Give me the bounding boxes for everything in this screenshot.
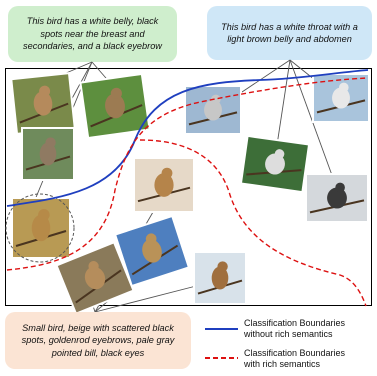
bird-brown-4-bird-head [217,261,227,271]
legend-label-without-line-2: without rich semantics [244,329,345,340]
bird-flycatcher-2-bird-head [339,83,349,93]
bird-brown-1-image [134,158,194,212]
legend-item-with: Classification Boundaries with rich sema… [244,348,376,370]
bird-sparrow-highlighted-image [12,198,70,258]
bird-brown-4-image [194,252,246,304]
bird-sparrow-2-image [80,74,149,138]
bird-flycatcher-4-image [306,174,368,222]
bird-sparrow-3-image [22,128,74,180]
legend: Classification Boundaries without rich s… [244,318,376,376]
bird-brown-1-bird-head [162,168,173,179]
bird-flycatcher-4-bird-head [335,183,345,193]
bird-sparrow-highlighted-bird-head [38,209,50,221]
bird-flycatcher-1-image [185,86,241,134]
legend-label-with-line-1: Classification Boundaries [244,348,345,359]
caption-small-bird: Small bird, beige with scattered black s… [5,312,191,369]
legend-label-with-line-2: with rich semantics [244,359,345,370]
legend-label-with: Classification Boundaries with rich sema… [244,348,345,370]
bird-sparrow-3-bird-head [45,137,55,147]
legend-item-without: Classification Boundaries without rich s… [244,318,376,340]
caption-small-bird-text: Small bird, beige with scattered black s… [13,322,183,360]
bird-flycatcher-3-image [241,136,309,192]
legend-label-without: Classification Boundaries without rich s… [244,318,345,340]
arrow-blue-3 [277,60,290,145]
bird-sparrow-1-image [11,73,74,134]
legend-label-without-line-1: Classification Boundaries [244,318,345,329]
